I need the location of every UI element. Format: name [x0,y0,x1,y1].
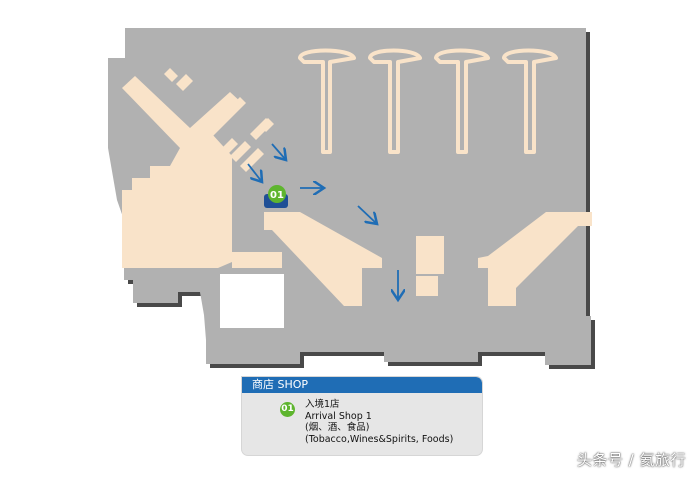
carousel-2 [368,48,422,154]
block-east-diagonal [478,212,592,306]
legend-item-goods-en: (Tobacco,Wines&Spirits, Foods) [305,433,454,445]
block-small-1 [164,68,178,82]
route-arrows [247,143,398,300]
shop-legend: 商店 SHOP 01 入境1店 Arrival Shop 1 (烟、酒、食品) … [242,377,482,455]
shop-01-marker[interactable]: 01 [264,185,288,208]
route-arrow-2 [247,163,262,182]
legend-header: 商店 SHOP [242,377,482,393]
block-west-bar [232,252,282,268]
legend-item-name-cn: 入境1店 [305,399,340,410]
block-small-4 [222,138,238,154]
watermark: 头条号 / 氦旅行 [576,451,686,469]
block-small-2 [176,74,193,91]
route-arrow-4 [357,205,377,224]
legend-item-01-badge: 01 [280,402,295,417]
baggage-carousels [298,48,558,154]
block-central-lower [416,276,438,296]
block-central-upper [416,236,444,274]
block-small-5 [230,141,251,162]
carousel-1 [298,48,356,154]
block-small-6 [240,148,264,172]
legend-item-name-en: Arrival Shop 1 [305,410,372,422]
block-small-8 [260,118,274,132]
block-main-west [122,76,243,268]
block-central-diagonal [264,212,382,306]
legend-item-01: 入境1店 Arrival Shop 1 (烟、酒、食品) (Tobacco,Wi… [305,399,453,445]
shop-01-number: 01 [270,190,284,201]
route-arrow-1 [271,143,286,160]
legend-item-goods-cn: (烟、酒、食品) [305,422,370,433]
shop-01-badge [268,185,286,203]
carousel-3 [434,48,490,154]
facility-blocks [122,68,592,306]
block-small-3 [205,97,246,138]
carousel-4 [502,48,558,154]
service-room [220,274,284,328]
